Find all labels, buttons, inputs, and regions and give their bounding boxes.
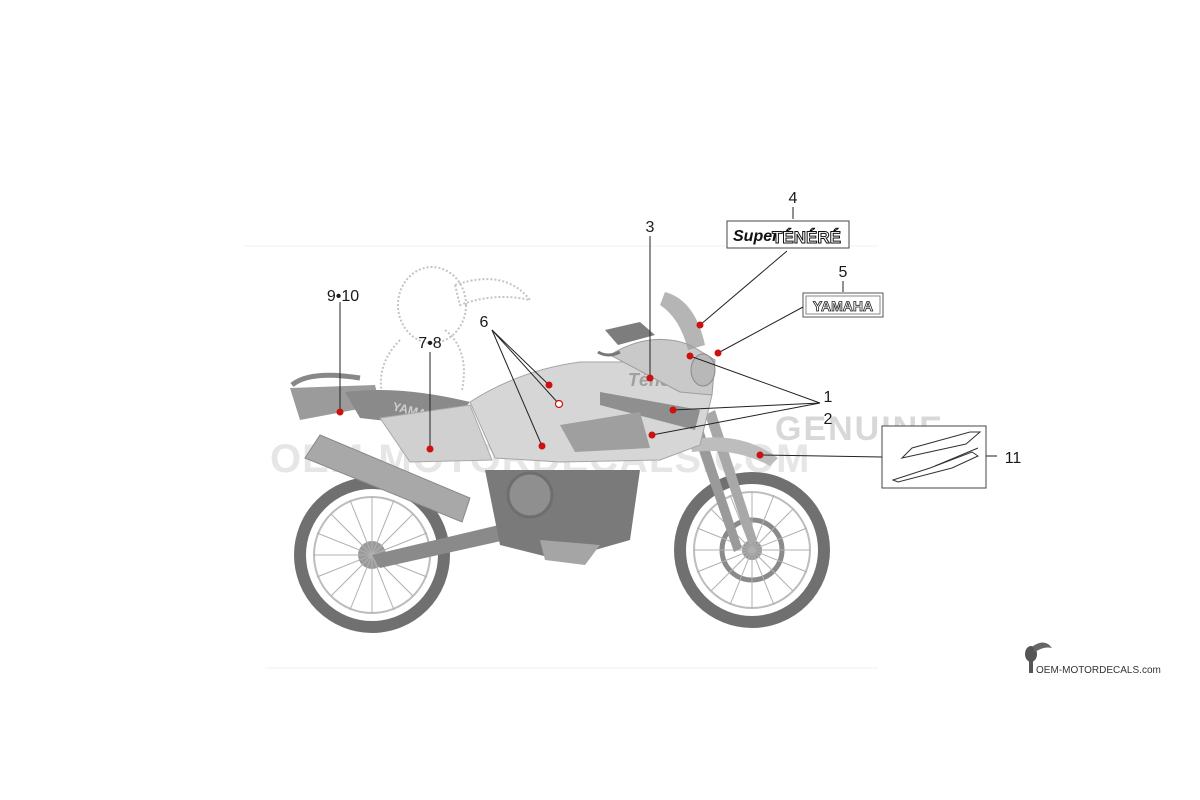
- callout-9-10: 9•10: [327, 288, 359, 305]
- front-wheel: [674, 472, 830, 628]
- callout-1: 1: [824, 389, 833, 406]
- decal-markers: [336, 321, 764, 459]
- marker-9-10: [336, 408, 344, 416]
- toucan-icon: [1025, 642, 1052, 673]
- marker-6a: [545, 381, 553, 389]
- decal-fender-stripe: [881, 425, 987, 489]
- brand-logo: OEM-MOTORDECALS.com: [1025, 642, 1161, 676]
- marker-5: [714, 349, 722, 357]
- callout-11: 11: [1005, 450, 1022, 467]
- marker-1a: [686, 352, 694, 360]
- leader-lines: [339, 207, 997, 458]
- callout-4: 4: [789, 190, 798, 207]
- marker-11: [756, 451, 764, 459]
- callout-5: 5: [839, 264, 848, 281]
- watermark-toucan-icon: [379, 266, 533, 424]
- decal-yamaha-badge: YAMAHA: [802, 292, 884, 318]
- marker-6b: [554, 399, 564, 409]
- svg-text:Super: Super: [733, 228, 779, 245]
- callout-7-8: 7•8: [418, 335, 442, 352]
- svg-text:YAMAHA: YAMAHA: [813, 298, 873, 314]
- callout-2: 2: [824, 411, 833, 428]
- marker-7-8: [426, 445, 434, 453]
- brand-name: OEM-MOTORDECALS.com: [1036, 665, 1161, 676]
- marker-6c: [538, 442, 546, 450]
- svg-text:TÉNÉRÉ: TÉNÉRÉ: [772, 228, 841, 247]
- marker-1b: [669, 406, 677, 414]
- marker-3: [646, 374, 654, 382]
- callout-labels: 3 4 5 6 7•8 9•10 1 2 11: [327, 190, 1022, 467]
- marker-4: [696, 321, 704, 329]
- callout-6: 6: [480, 314, 489, 331]
- callout-3: 3: [646, 219, 655, 236]
- marker-2: [648, 431, 656, 439]
- decal-super-tenere: Super TÉNÉRÉ: [726, 220, 850, 249]
